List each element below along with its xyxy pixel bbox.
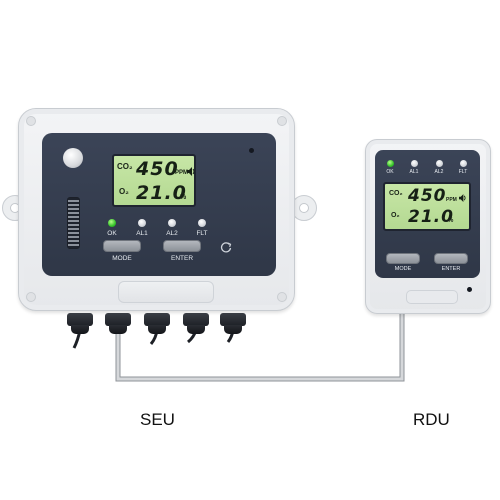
seu-gas1-value: 450: [136, 158, 179, 180]
seu-indicator-flt-label: FLT: [196, 230, 208, 237]
rdu-bottom-lip: [406, 290, 458, 304]
seu-enter-label: ENTER: [170, 255, 194, 262]
seu-cable-gland-4-cap: [187, 325, 205, 334]
seu-speaker-icon: [187, 167, 195, 176]
rdu-gas2-value: 21.0: [408, 207, 454, 227]
rdu-indicator-ok-label: OK: [386, 169, 394, 175]
seu-cable-gland-2-cap: [109, 325, 127, 334]
seu-gas2-value: 21.0: [136, 182, 187, 204]
seu-screw-bottom-right: [277, 292, 287, 302]
seu-indicator-al1-label: AL1: [136, 230, 148, 237]
rdu-led-ok-icon: [387, 160, 394, 167]
seu-cable-gland-1-icon: [67, 313, 93, 326]
seu-gas2-label: O₂: [119, 187, 129, 196]
rdu-lcd-display: CO₂ 450 PPM O₂ 21.0 %: [383, 182, 471, 231]
rdu-gas1-label: CO₂: [389, 190, 403, 197]
seu-led-al1-icon: [138, 219, 146, 227]
seu-cable-gland-5-icon: [220, 313, 246, 326]
rdu-gas2-unit: %: [448, 218, 454, 224]
rdu-indicator-al1-label: AL1: [409, 169, 419, 175]
seu-knob-icon[interactable]: [63, 148, 83, 168]
rdu-mode-label: MODE: [394, 266, 412, 272]
rdu-enter-label: ENTER: [441, 266, 461, 272]
rdu-led-al2-icon: [436, 160, 443, 167]
rdu-indicator-flt-label: FLT: [458, 169, 468, 175]
seu-mode-button[interactable]: [103, 240, 141, 252]
seu-led-flt-icon: [198, 219, 206, 227]
seu-cable-gland-2-icon: [105, 313, 131, 326]
seu-cable-gland-5-cap: [224, 325, 242, 334]
seu-reset-icon[interactable]: [220, 241, 232, 253]
seu-sensor-grille-icon: [67, 197, 80, 249]
rdu-gas1-value: 450: [408, 186, 447, 206]
rdu-enter-button[interactable]: [434, 253, 468, 264]
seu-mode-label: MODE: [112, 255, 132, 262]
seu-cable-gland-3-cap: [148, 325, 166, 334]
seu-screw-top-right: [277, 116, 287, 126]
seu-screw-bottom-left: [26, 292, 36, 302]
rdu-mode-button[interactable]: [386, 253, 420, 264]
seu-caption: SEU: [140, 410, 175, 429]
rdu-speaker-icon: [459, 194, 466, 202]
rdu-led-flt-icon: [460, 160, 467, 167]
rdu-hole-icon: [467, 287, 472, 292]
seu-indicator-ok-label: OK: [107, 230, 117, 237]
seu-gas2-unit: %: [180, 194, 187, 201]
seu-mount-ear-right: [291, 195, 317, 221]
seu-cable-gland-3-icon: [144, 313, 170, 326]
seu-cable-gland-4-icon: [183, 313, 209, 326]
seu-lcd-display: CO₂ 450 PPM O₂ 21.0 %: [112, 154, 196, 207]
seu-gas1-label: CO₂: [117, 162, 133, 171]
seu-screw-top-left: [26, 116, 36, 126]
rdu-led-al1-icon: [411, 160, 418, 167]
seu-enter-button[interactable]: [163, 240, 201, 252]
seu-led-ok-icon: [108, 219, 116, 227]
seu-gas1-unit: PPM: [175, 170, 189, 176]
rdu-gas1-unit: PPM: [446, 197, 457, 203]
rdu-indicator-al2-label: AL2: [434, 169, 444, 175]
seu-indicator-al2-label: AL2: [166, 230, 178, 237]
rdu-gas2-label: O₂: [391, 212, 400, 219]
seu-led-al2-icon: [168, 219, 176, 227]
seu-cable-gland-1-cap: [71, 325, 89, 334]
seu-bottom-lip: [118, 281, 214, 303]
seu-hole-icon: [249, 148, 254, 153]
rdu-caption: RDU: [413, 410, 450, 429]
